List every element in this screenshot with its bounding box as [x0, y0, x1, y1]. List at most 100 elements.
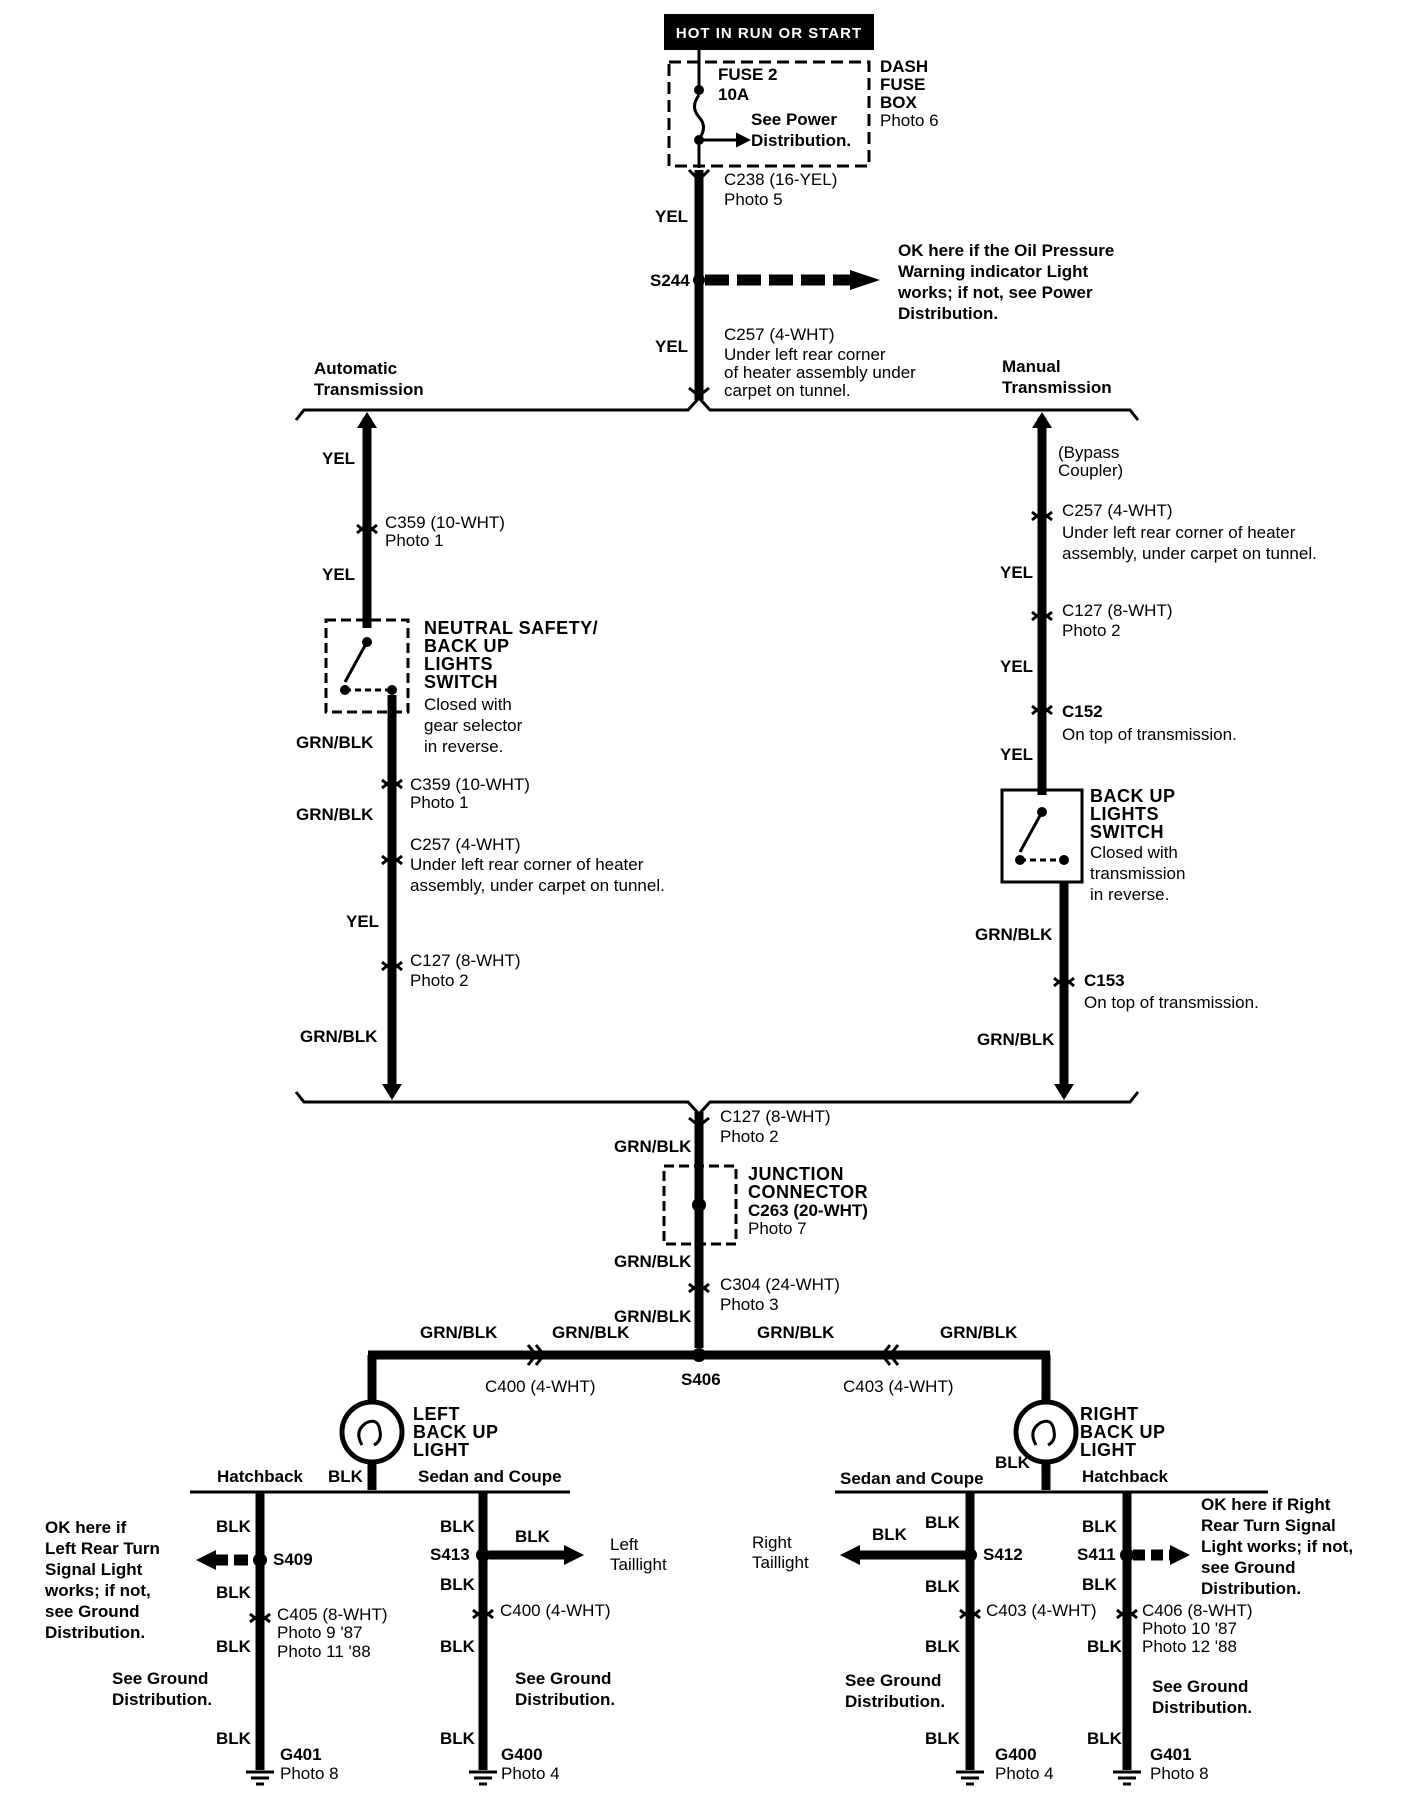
- left-light-name-3: LIGHT: [413, 1440, 470, 1460]
- oil-note-1: OK here if the Oil Pressure: [898, 241, 1114, 260]
- c403-bus-label: C403 (4-WHT): [843, 1377, 954, 1396]
- c406-label: C406 (8-WHT): [1142, 1601, 1253, 1620]
- transmission-split-bus: [294, 395, 1140, 421]
- right-hatch-blk1: BLK: [1082, 1517, 1118, 1536]
- left-taillight-1: Left: [610, 1535, 639, 1554]
- c359a-label: C359 (10-WHT): [385, 513, 505, 532]
- c153-label: C153: [1084, 971, 1125, 990]
- box-label: BOX: [880, 93, 918, 112]
- right-hatch-blk4: BLK: [1087, 1729, 1123, 1748]
- right-turn-arrow: [1170, 1545, 1190, 1565]
- c257-top-note2: of heater assembly under: [724, 363, 916, 382]
- auto-yel-3: YEL: [346, 912, 379, 931]
- c152-label: C152: [1062, 702, 1103, 721]
- manual-down-arrow: [1054, 1084, 1074, 1100]
- s413-splice: [476, 1548, 490, 1562]
- right-sedan-see-2: Distribution.: [845, 1692, 945, 1711]
- yel-label-top2: YEL: [655, 337, 688, 356]
- right-sedan-blk2: BLK: [925, 1577, 961, 1596]
- bus-grn-1: GRN/BLK: [420, 1323, 498, 1342]
- c257-top-label: C257 (4-WHT): [724, 325, 835, 344]
- right-hatch-see-1: See Ground: [1152, 1677, 1248, 1696]
- c153-note: On top of transmission.: [1084, 993, 1259, 1012]
- right-sedan-blk1: BLK: [925, 1513, 961, 1532]
- s409-label: S409: [273, 1550, 313, 1569]
- left-sedan-blk1: BLK: [440, 1517, 476, 1536]
- right-turn-note-3: Light works; if not,: [1201, 1537, 1353, 1556]
- g400-left-photo: Photo 4: [501, 1764, 560, 1783]
- c359a-connector: [356, 523, 378, 535]
- mbs-title-1: BACK UP: [1090, 786, 1176, 806]
- bus-grn-4: GRN/BLK: [940, 1323, 1018, 1342]
- s406-splice: [692, 1348, 706, 1362]
- left-sedan-label: Sedan and Coupe: [418, 1467, 562, 1486]
- g401-right-label: G401: [1150, 1745, 1192, 1764]
- manual-header-2: Transmission: [1002, 378, 1112, 397]
- c400-bus-label: C400 (4-WHT): [485, 1377, 596, 1396]
- right-light-blk: BLK: [995, 1453, 1031, 1472]
- mbs-note-1: Closed with: [1090, 843, 1178, 862]
- manual-grn-1: GRN/BLK: [975, 925, 1053, 944]
- g400-right-photo: Photo 4: [995, 1764, 1054, 1783]
- c359a-photo: Photo 1: [385, 531, 444, 550]
- right-taillight-1: Right: [752, 1533, 792, 1552]
- c405-photo1: Photo 9 '87: [277, 1623, 362, 1642]
- nss-note-1: Closed with: [424, 695, 512, 714]
- s413-label: S413: [430, 1545, 470, 1564]
- nss-note-3: in reverse.: [424, 737, 503, 756]
- c127-center-connector: [688, 1116, 710, 1128]
- c400-left-connector: [472, 1608, 494, 1620]
- right-bulb-filament: [1031, 1419, 1056, 1447]
- auto-yel-1: YEL: [322, 449, 355, 468]
- junction-title-2: CONNECTOR: [748, 1182, 868, 1202]
- manual-yel-2: YEL: [1000, 657, 1033, 676]
- dash-label: DASH: [880, 57, 928, 76]
- right-hatch-see-2: Distribution.: [1152, 1698, 1252, 1717]
- c127-manual-connector: [1031, 610, 1053, 622]
- right-light-name-2: BACK UP: [1080, 1422, 1166, 1442]
- left-turn-note-3: Signal Light: [45, 1560, 143, 1579]
- mbs-terminal-right: [1059, 855, 1069, 865]
- right-light-name-1: RIGHT: [1080, 1404, 1139, 1424]
- c127-auto-photo: Photo 2: [410, 971, 469, 990]
- mbs-title-3: SWITCH: [1090, 822, 1164, 842]
- c406-connector: [1116, 1608, 1138, 1620]
- bypass-2: Coupler): [1058, 461, 1123, 480]
- left-sedan-blk3: BLK: [440, 1637, 476, 1656]
- junction-node: [692, 1198, 706, 1212]
- right-hatch-blk3: BLK: [1087, 1637, 1123, 1656]
- c257-manual-note1: Under left rear corner of heater: [1062, 523, 1296, 542]
- nss-title-4: SWITCH: [424, 672, 498, 692]
- nss-title-2: BACK UP: [424, 636, 510, 656]
- g400-right-ground-symbol: [956, 1770, 984, 1786]
- left-sedan-see-1: See Ground: [515, 1669, 611, 1688]
- left-turn-note-6: Distribution.: [45, 1623, 145, 1642]
- right-sedan-see-1: See Ground: [845, 1671, 941, 1690]
- left-light-name-1: LEFT: [413, 1404, 460, 1424]
- c257-manual-note2: assembly, under carpet on tunnel.: [1062, 544, 1317, 563]
- g400-left-label: G400: [501, 1745, 543, 1764]
- c153-connector: [1053, 976, 1075, 988]
- s412-label: S412: [983, 1545, 1023, 1564]
- c400-left-label: C400 (4-WHT): [500, 1601, 611, 1620]
- c263-label: C263 (20-WHT): [748, 1201, 868, 1220]
- c127-auto-label: C127 (8-WHT): [410, 951, 521, 970]
- fuse-2-symbol: [693, 94, 705, 140]
- right-light-name-3: LIGHT: [1080, 1440, 1137, 1460]
- left-hatch-blk1: BLK: [216, 1517, 252, 1536]
- g401-left-label: G401: [280, 1745, 322, 1764]
- auto-down-arrow: [382, 1084, 402, 1100]
- see-power-1: See Power: [751, 110, 837, 129]
- c238-connector: [687, 168, 711, 183]
- s409-splice: [253, 1553, 267, 1567]
- fuse-box-photo: Photo 6: [880, 111, 939, 130]
- dash-fuse-box: [667, 60, 871, 168]
- s244-splice: [693, 274, 705, 286]
- auto-grn-3: GRN/BLK: [300, 1027, 378, 1046]
- c406-photo2: Photo 12 '88: [1142, 1637, 1237, 1656]
- transmission-merge-bus: [294, 1091, 1140, 1117]
- bus-grn-3: GRN/BLK: [757, 1323, 835, 1342]
- junction-title-1: JUNCTION: [748, 1164, 844, 1184]
- mbs-note-2: transmission: [1090, 864, 1185, 883]
